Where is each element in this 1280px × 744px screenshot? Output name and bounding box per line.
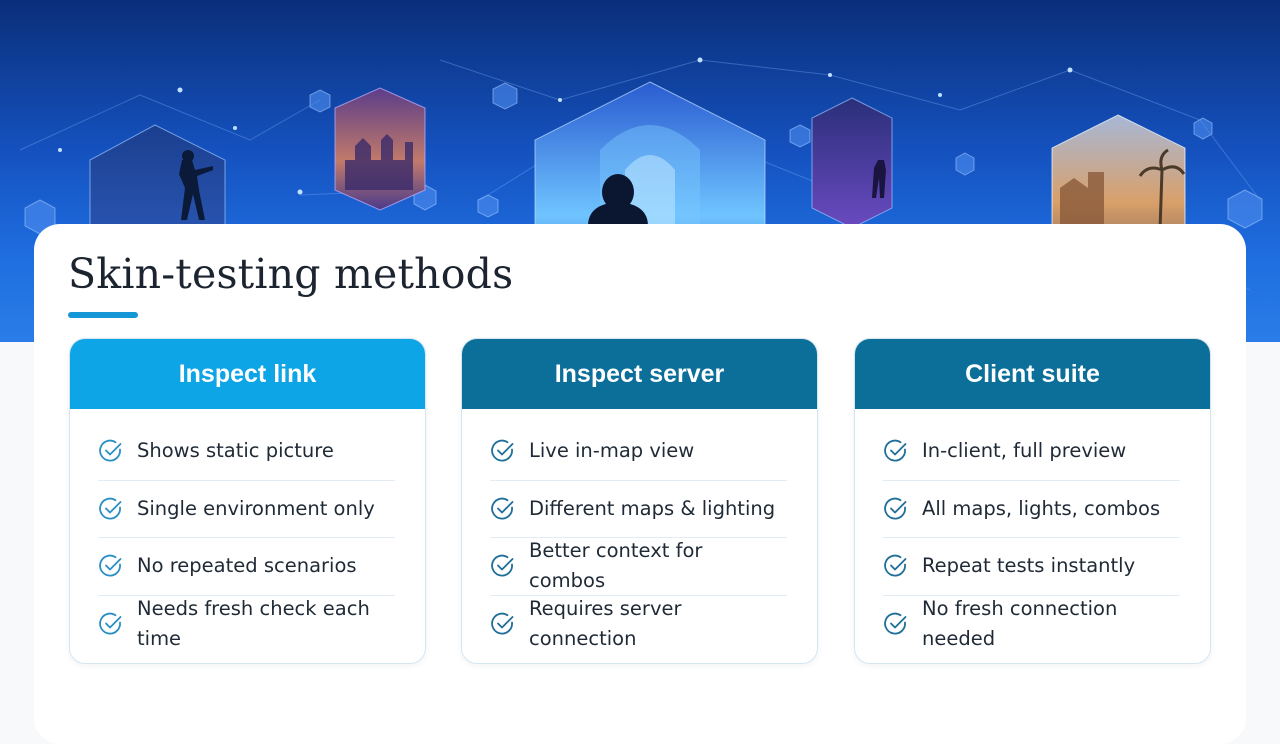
list-item: Single environment only — [98, 481, 395, 538]
card-header: Inspect link — [70, 339, 425, 409]
check-circle-icon — [99, 612, 122, 635]
list-item-text: All maps, lights, combos — [922, 496, 1161, 520]
list-item-text: Repeat tests instantly — [922, 554, 1136, 578]
card-feature-list: Live in-map view Different maps & lighti… — [462, 409, 817, 652]
check-circle-icon — [99, 554, 122, 577]
check-circle-icon — [491, 554, 514, 577]
list-item: In-client, full preview — [883, 423, 1180, 481]
hexagon-scene-palms-icon — [1051, 114, 1186, 261]
list-item-text: Different maps & lighting — [529, 496, 776, 520]
card-header: Inspect server — [462, 339, 817, 409]
list-item: No repeated scenarios — [98, 538, 395, 596]
check-circle-icon — [884, 439, 907, 462]
list-item: All maps, lights, combos — [883, 481, 1180, 538]
check-circle-icon — [884, 497, 907, 520]
hero-illustration — [19, 57, 1263, 306]
card-heading: Client suite — [965, 359, 1100, 388]
list-item-text: Needs fresh check each time — [137, 596, 370, 650]
check-circle-icon — [884, 612, 907, 635]
list-item: Requires server connection — [490, 596, 787, 653]
card-feature-list: In-client, full preview All maps, lights… — [855, 409, 1210, 652]
card-heading: Inspect link — [178, 359, 317, 388]
hexagon-scene-alley-icon — [811, 97, 893, 229]
card-heading: Inspect server — [554, 359, 725, 388]
hexagon-scene-city-icon — [334, 87, 426, 211]
list-item: Shows static picture — [98, 423, 395, 481]
list-item-text: No fresh connection needed — [922, 596, 1118, 650]
list-item-text: Requires server connection — [529, 596, 682, 650]
list-item-text: No repeated scenarios — [137, 554, 357, 578]
person-silhouette-icon — [588, 174, 648, 226]
title-underline — [68, 312, 138, 318]
card-client-suite: Client suite In-client, full preview All… — [854, 338, 1211, 664]
card-inspect-link: Inspect link Shows static picture Single… — [69, 338, 426, 664]
list-item: Repeat tests instantly — [883, 538, 1180, 596]
check-circle-icon — [491, 497, 514, 520]
page-title: Skin-testing methods — [68, 250, 514, 298]
check-circle-icon — [491, 439, 514, 462]
check-circle-icon — [884, 554, 907, 577]
card-inspect-server: Inspect server Live in-map view Differen… — [461, 338, 818, 664]
list-item-text: Live in-map view — [529, 439, 695, 463]
list-item: No fresh connection needed — [883, 596, 1180, 653]
card-header: Client suite — [855, 339, 1210, 409]
list-item-text: Single environment only — [137, 496, 375, 520]
card-feature-list: Shows static picture Single environment … — [70, 409, 425, 652]
list-item-text: In-client, full preview — [922, 439, 1127, 463]
check-circle-icon — [99, 497, 122, 520]
list-item-text: Shows static picture — [137, 439, 334, 463]
check-circle-icon — [99, 439, 122, 462]
list-item: Different maps & lighting — [490, 481, 787, 538]
list-item-text: Better context for combos — [529, 539, 703, 593]
check-circle-icon — [491, 612, 514, 635]
list-item: Live in-map view — [490, 423, 787, 481]
list-item: Needs fresh check each time — [98, 596, 395, 653]
list-item: Better context for combos — [490, 538, 787, 596]
